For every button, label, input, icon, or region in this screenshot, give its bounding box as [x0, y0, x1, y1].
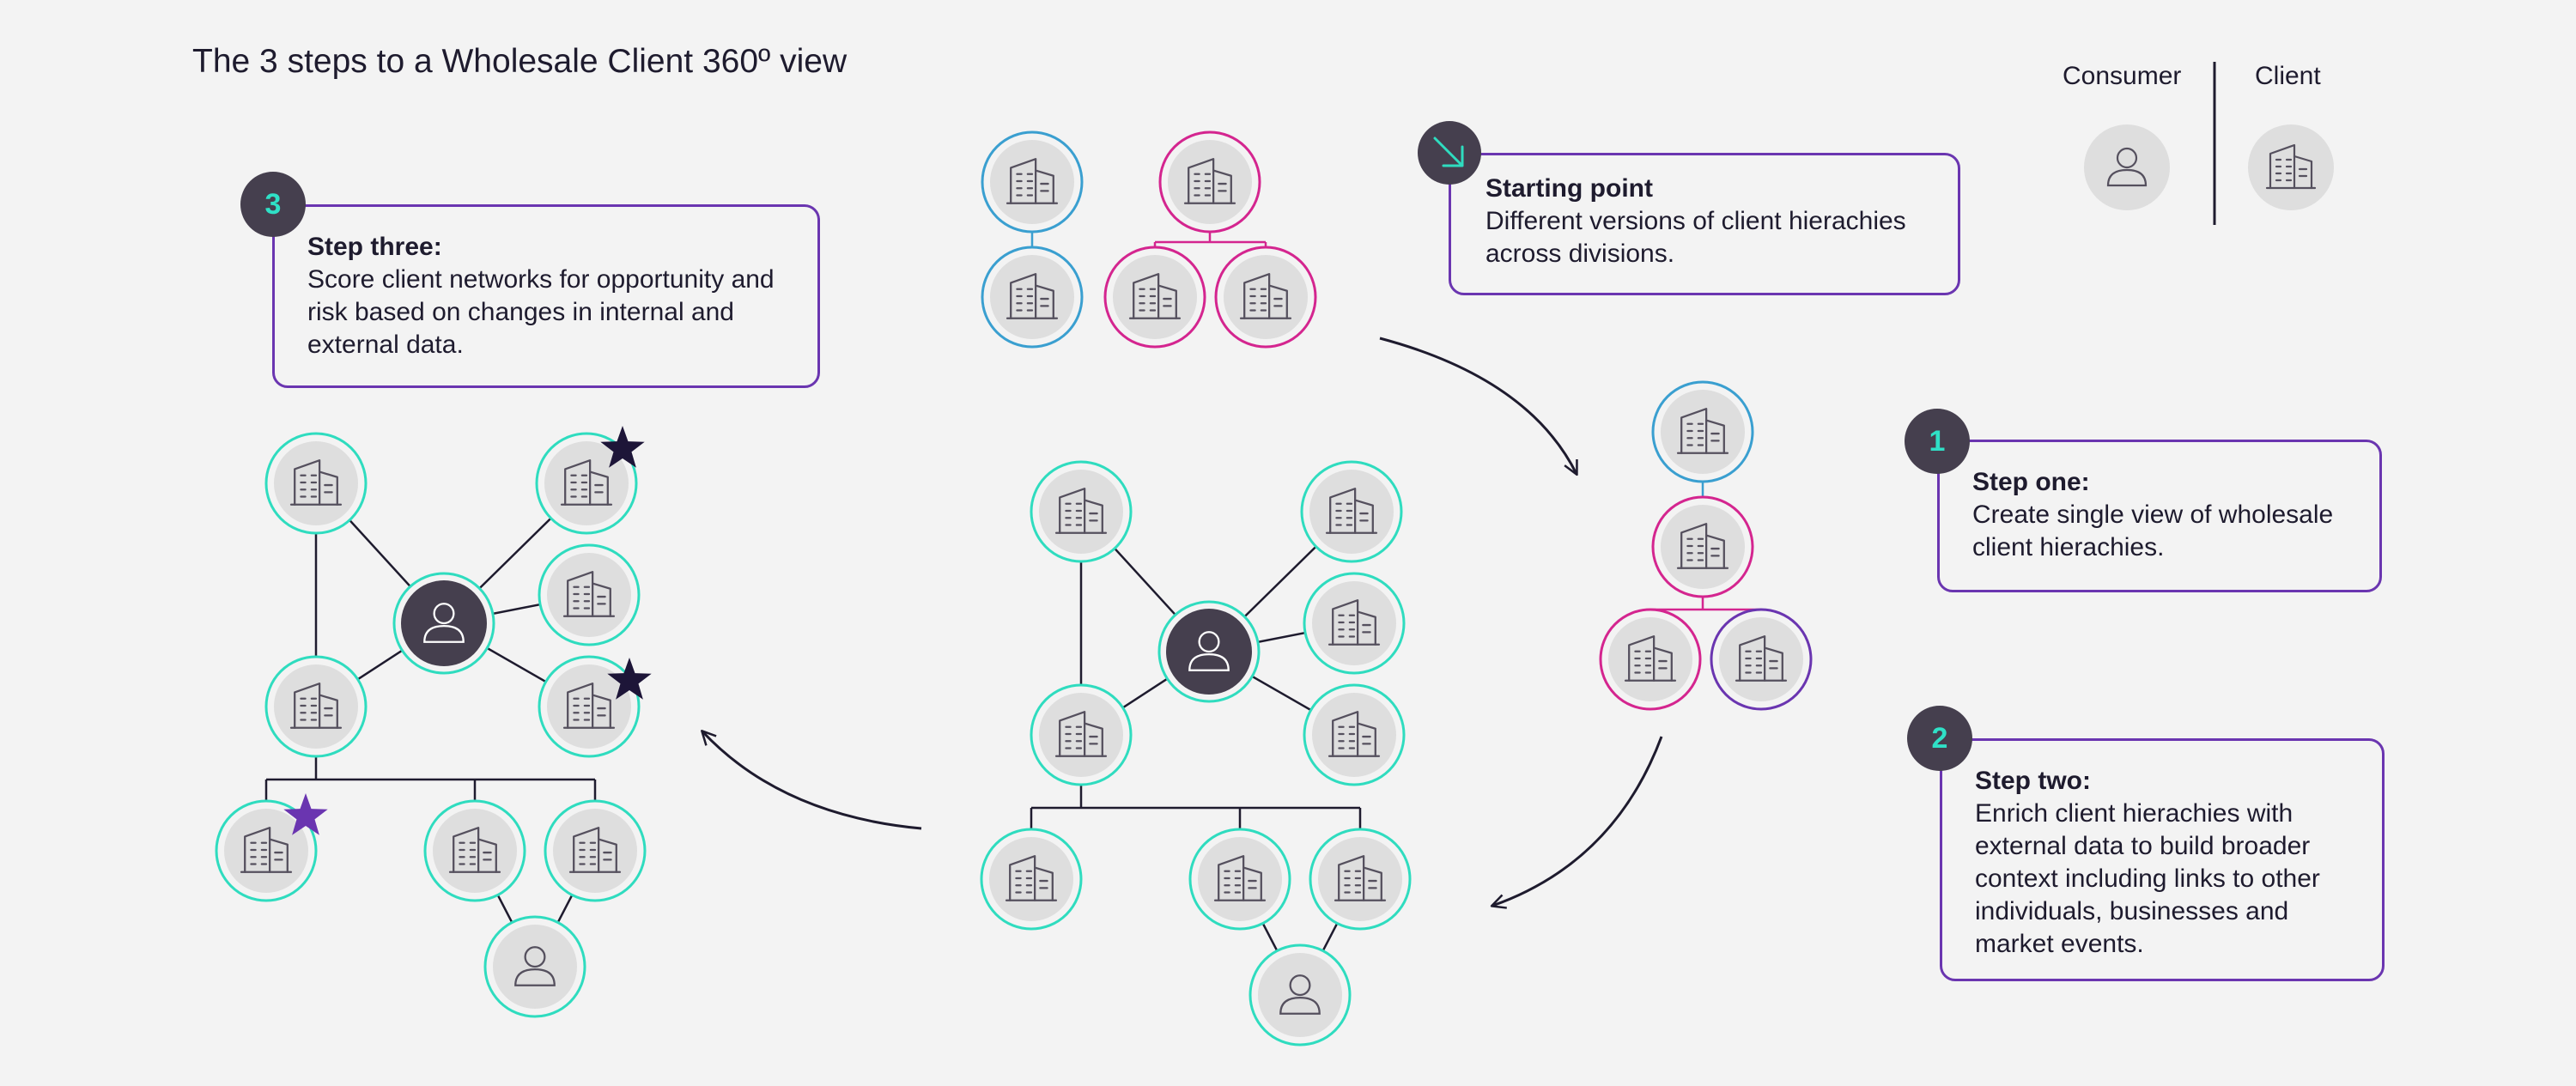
client-node [1103, 246, 1206, 349]
starting-point-heading: Starting point [1485, 174, 1653, 203]
client-node [1303, 572, 1406, 675]
consumer-hub-node [1157, 600, 1261, 703]
legend [2084, 62, 2334, 225]
client-node [981, 246, 1084, 349]
client-node [1710, 608, 1813, 711]
step-three-body: Score client networks for opportunity an… [307, 265, 775, 359]
client-node [1214, 246, 1317, 349]
client-node [538, 655, 641, 758]
step-two-badge: 2 [1907, 706, 1972, 771]
legend-consumer-label: Consumer [2063, 62, 2182, 90]
client-node [264, 432, 368, 535]
step-two-heading: Step two: [1975, 767, 2091, 795]
flow-arrow-step-two-to-step-three [701, 730, 922, 830]
step-one-badge: 1 [1905, 409, 1970, 474]
client-node [423, 799, 526, 902]
flow-arrow-start-to-step-one [1379, 337, 1578, 476]
client-node [1300, 460, 1403, 563]
consumer-hub-node [392, 572, 495, 675]
client-node [264, 655, 368, 758]
network-nodes [215, 130, 1813, 1047]
client-node [544, 799, 647, 902]
client-node [980, 828, 1083, 931]
page-title: The 3 steps to a Wholesale Client 360º v… [192, 43, 848, 80]
client-node [1030, 460, 1133, 563]
flow-arrow-step-one-to-step-two [1490, 736, 1663, 909]
client-node [1158, 130, 1261, 234]
client-node [1030, 683, 1133, 786]
client-node [1651, 380, 1754, 483]
consumer-node [1249, 943, 1352, 1047]
client-node [1651, 495, 1754, 598]
client-node [535, 432, 638, 535]
step-two-body: Enrich client hierachies with external d… [1975, 799, 2320, 958]
client-node [215, 799, 318, 902]
client-node [1599, 608, 1702, 711]
starting-point-callout: Starting point Different versions of cli… [1449, 153, 1960, 295]
client-node [1303, 683, 1406, 786]
step-one-body: Create single view of wholesale client h… [1972, 501, 2334, 561]
step-one-heading: Step one: [1972, 468, 2090, 496]
star-marker [607, 658, 652, 700]
consumer-node [483, 915, 586, 1018]
step-two-callout: Step two: Enrich client hierachies with … [1940, 738, 2385, 981]
client-node [538, 543, 641, 646]
starting-point-badge [1418, 121, 1481, 185]
client-node [1309, 828, 1412, 931]
step-three-badge: 3 [240, 172, 306, 237]
star-marker [600, 426, 645, 468]
step-three-heading: Step three: [307, 233, 442, 261]
step-one-callout: Step one: Create single view of wholesal… [1937, 440, 2382, 592]
client-node [981, 130, 1084, 234]
step-three-callout: Step three: Score client networks for op… [272, 204, 820, 388]
client-node [1188, 828, 1291, 931]
arrow-down-right-icon [1433, 137, 1464, 167]
legend-client-label: Client [2255, 62, 2321, 90]
starting-point-body: Different versions of client hierachies … [1485, 207, 1906, 268]
star-marker [283, 793, 328, 835]
